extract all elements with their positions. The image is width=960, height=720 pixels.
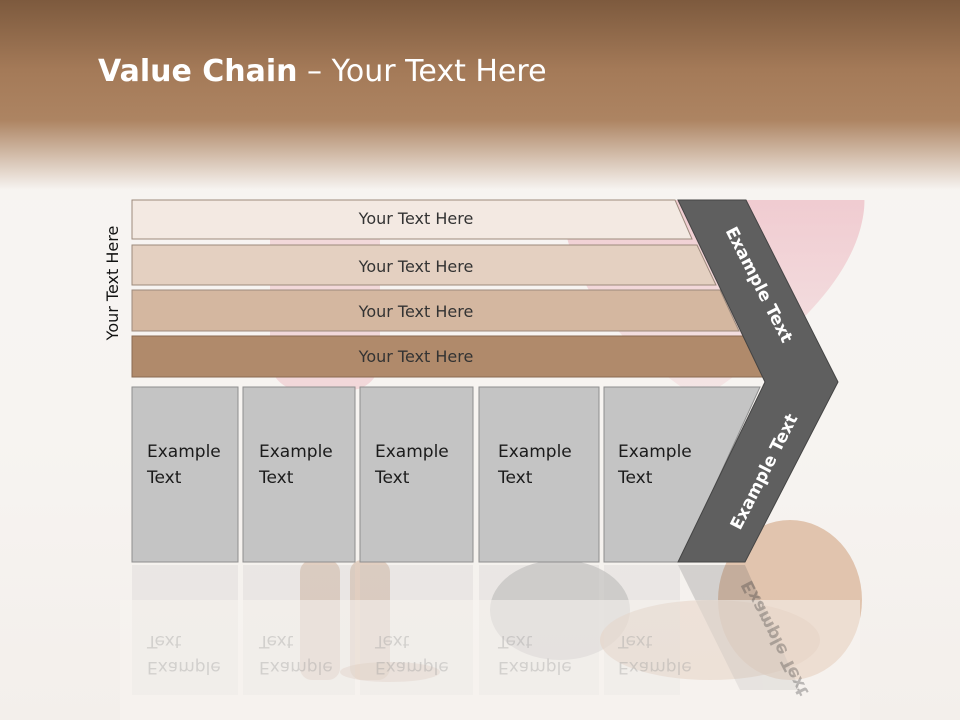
row-band-3 <box>131 289 740 332</box>
column-label-2-line1: Example <box>259 442 333 462</box>
column-label-5-line2: Text <box>618 468 653 488</box>
column-label-4-line1: Example <box>498 442 572 462</box>
column-label-3-line1: Example <box>375 442 449 462</box>
column-label-1-line2: Text <box>147 468 182 488</box>
title-bold: Value Chain <box>98 54 298 89</box>
row-label-3: Your Text Here <box>358 302 474 321</box>
slide-title: Value Chain – Your Text Here <box>98 54 547 89</box>
row-label-1: Your Text Here <box>358 209 474 228</box>
chevron-arrow <box>677 199 839 563</box>
column-box-2 <box>242 386 356 563</box>
column-label-1: Example Text <box>147 439 221 491</box>
column-label-2-line2: Text <box>259 468 294 488</box>
header-band <box>0 0 960 200</box>
column-label-4: Example Text <box>498 439 572 491</box>
column-box-3 <box>359 386 474 563</box>
column-label-2: Example Text <box>259 439 333 491</box>
column-label-4-line2: Text <box>498 468 533 488</box>
column-box-1 <box>131 386 239 563</box>
row-band-2 <box>131 244 717 286</box>
column-label-5: Example Text <box>618 439 692 491</box>
row-label-2: Your Text Here <box>358 257 474 276</box>
column-label-3: Example Text <box>375 439 449 491</box>
row-label-4: Your Text Here <box>358 347 474 366</box>
column-label-3-line2: Text <box>375 468 410 488</box>
column-box-4 <box>478 386 600 563</box>
row-band-1 <box>131 199 693 240</box>
column-label-5-line1: Example <box>618 442 692 462</box>
title-rest: – Your Text Here <box>297 54 547 89</box>
column-label-1-line1: Example <box>147 442 221 462</box>
